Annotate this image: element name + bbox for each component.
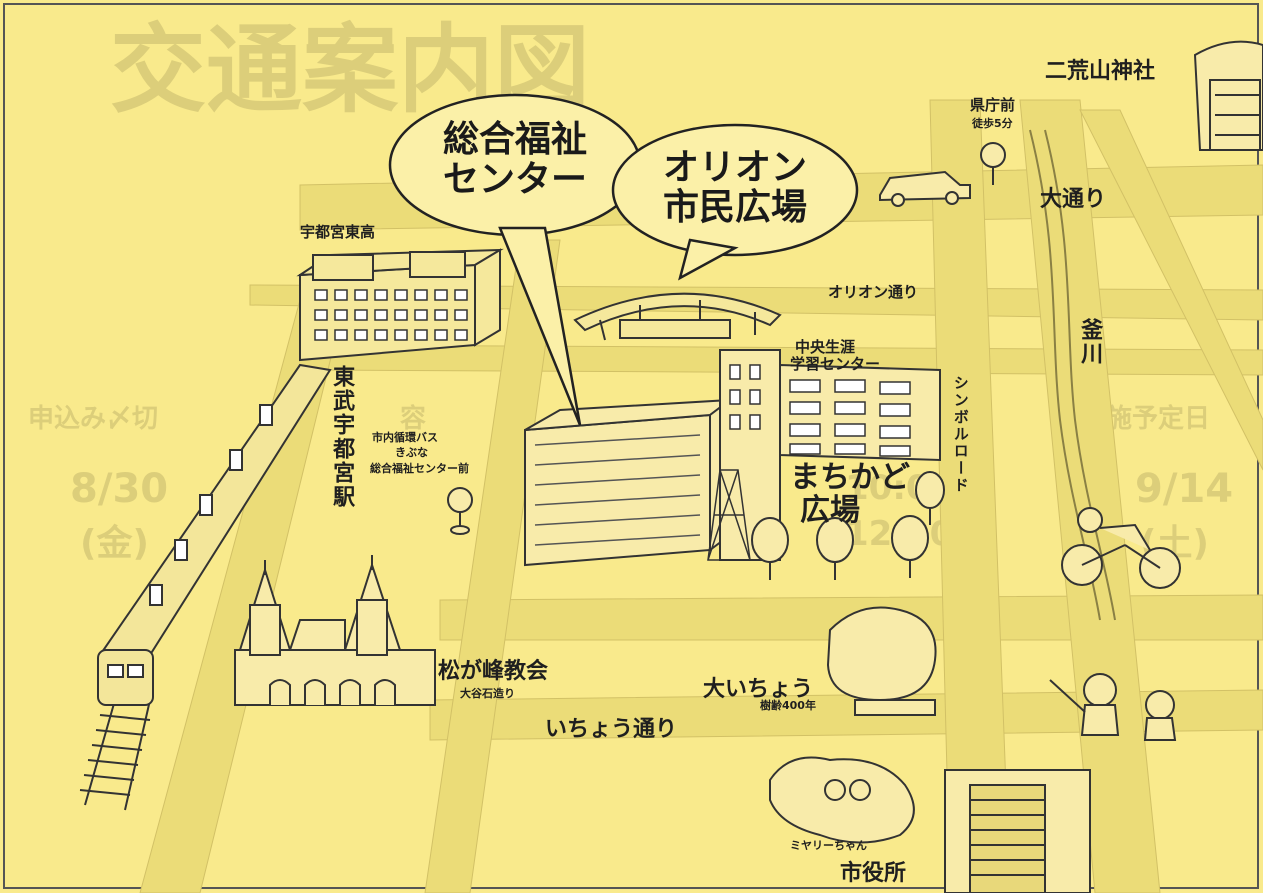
bubble-welfare-line1: 総合福祉 <box>442 119 587 160</box>
learning-center-windows <box>729 364 911 457</box>
label-matsugamine-church: 松が峰教会 <box>438 659 549 684</box>
label-prefectural-office-stop: 県庁前 <box>970 96 1016 114</box>
faded-day-1: (金) <box>80 523 149 564</box>
children <box>1049 673 1177 741</box>
matsugamine-church <box>234 555 436 706</box>
orion-plaza-canopy <box>573 292 782 341</box>
plaza-trees <box>751 471 945 580</box>
bubble-welfare-line2: センター <box>442 159 587 201</box>
bubble-welfare-center-text: 総合福祉 センター <box>405 119 625 201</box>
label-big-ginkgo: 大いちょう <box>703 677 814 702</box>
railway-tracks <box>79 699 151 811</box>
road-symbol-road <box>929 99 1011 893</box>
road-right-diagonal <box>1079 109 1263 471</box>
train <box>97 363 332 706</box>
label-machikado-2: 広場 <box>800 493 860 528</box>
label-odori: 大通り <box>1040 187 1107 212</box>
car <box>879 170 971 207</box>
label-city-bus-2: きぶな <box>395 446 428 459</box>
lattice-tower <box>707 469 751 561</box>
faded-date-1: 8/30 <box>70 466 169 512</box>
label-miyari-chan: ミヤリーちゃん <box>790 839 867 852</box>
east-high-school-windows <box>314 289 468 341</box>
cyclist <box>1061 507 1181 589</box>
welfare-center-building <box>524 398 734 567</box>
label-chuo-learning-1: 中央生涯 <box>795 338 856 356</box>
label-tree-age: 樹齢400年 <box>760 699 816 712</box>
east-high-school-building <box>296 248 504 362</box>
label-symbol-road: シンボルロード <box>951 375 970 494</box>
label-icho-dori: いちょう通り <box>545 717 678 742</box>
shrine-building <box>1193 40 1263 151</box>
label-kama-river: 釜川 <box>1077 318 1103 366</box>
label-oyaishi-street: 大谷石造り <box>460 687 515 700</box>
label-walk-time: 徒歩5分 <box>972 117 1013 130</box>
bus-stop-sign-welfare <box>447 487 473 535</box>
road-odori-vertical <box>1019 99 1161 893</box>
label-machikado-1: まちかど <box>790 460 910 495</box>
label-utsunomiya-east-hs: 宇都宮東高 <box>300 223 376 241</box>
bus-stop-sign-prefectural <box>980 142 1006 185</box>
welfare-center-windows <box>534 434 701 546</box>
label-city-hall: 市役所 <box>840 861 907 886</box>
label-city-bus-3: 総合福祉センター前 <box>370 462 469 475</box>
miyari-chan-tree <box>769 756 915 844</box>
label-chuo-learning-2: 学習センター <box>790 355 881 373</box>
bubble-orion-line1: オリオン <box>662 147 807 188</box>
faded-col-content: 容 <box>400 404 427 434</box>
bubble-orion-line2: 市民広場 <box>662 187 807 229</box>
bubble-orion-plaza-text: オリオン 市民広場 <box>625 147 845 229</box>
city-hall-building <box>944 769 1091 893</box>
faded-date-2: 9/14 <box>1135 466 1234 512</box>
label-tobu-station: 東武宇都宮駅 <box>329 365 355 509</box>
big-ginkgo-tree <box>826 606 937 716</box>
label-futaarayama-shrine: 二荒山神社 <box>1045 59 1156 84</box>
label-city-bus-1: 市内循環バス <box>372 431 438 444</box>
road-orion-dori <box>249 284 1263 321</box>
label-orion-dori: オリオン通り <box>828 283 919 301</box>
faded-col-deadline: 申込み〆切 <box>28 404 159 434</box>
bubble-orion-plaza <box>611 123 859 281</box>
